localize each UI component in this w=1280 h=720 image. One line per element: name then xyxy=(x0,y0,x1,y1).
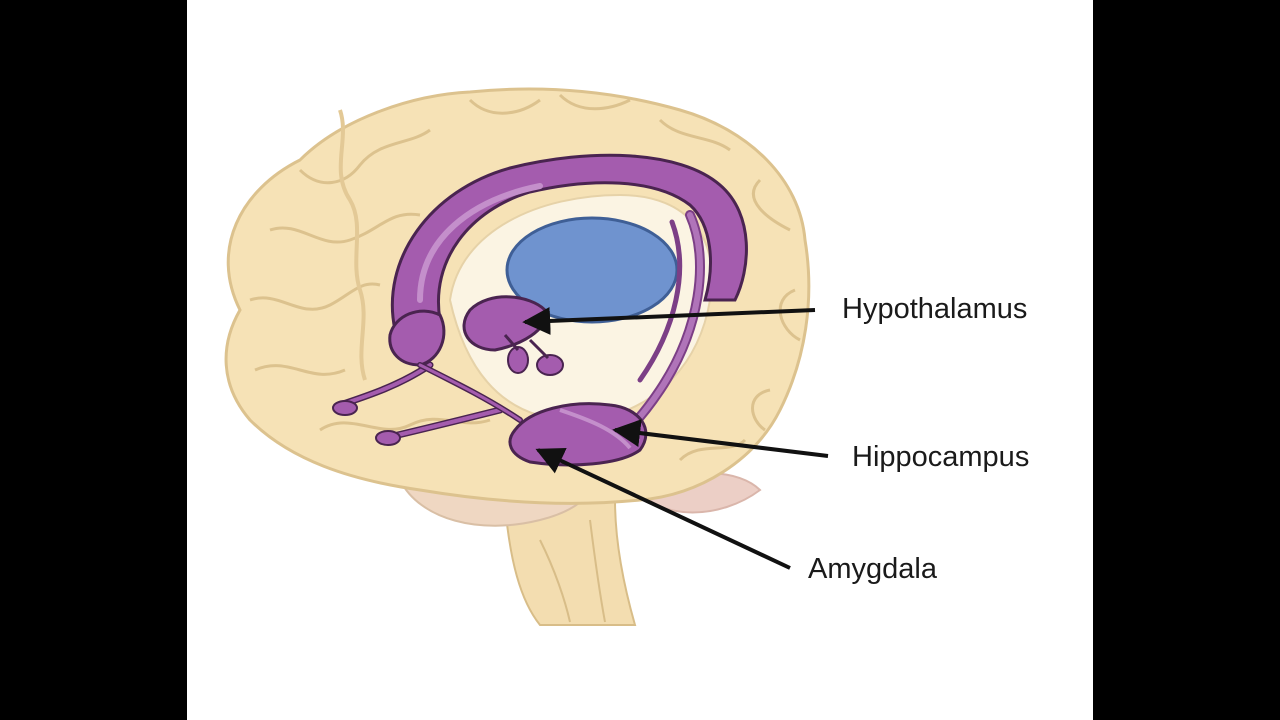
hypothalamus-arrow xyxy=(522,306,816,335)
amygdala-arrow xyxy=(535,448,791,570)
brain-stem xyxy=(503,498,637,626)
hippocampus-arrow xyxy=(612,419,829,458)
hippocampus-label: Hippocampus xyxy=(852,441,1029,473)
amygdala-label: Amygdala xyxy=(808,553,938,585)
hypothalamus-label: Hypothalamus xyxy=(842,293,1027,325)
thalamus-shape xyxy=(505,216,679,324)
